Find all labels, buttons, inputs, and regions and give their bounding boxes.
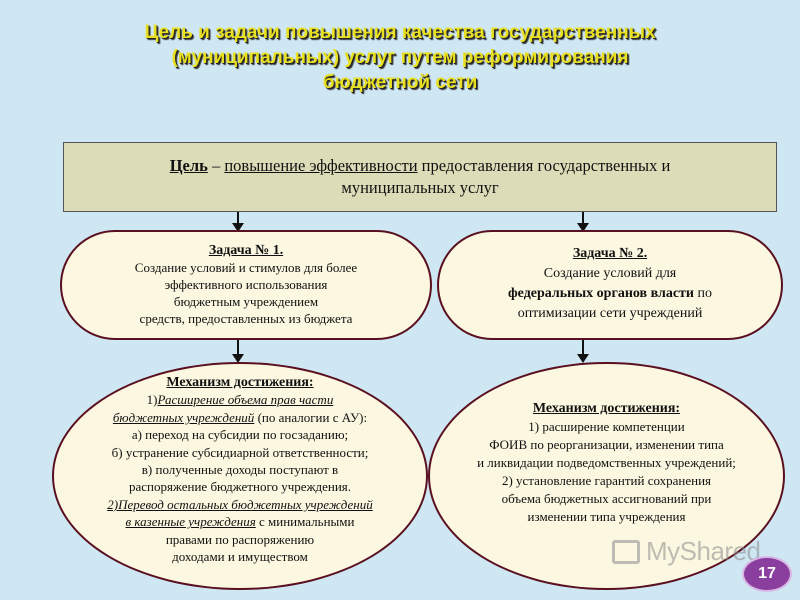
goal-dash: – [207,156,225,175]
task-1-line: средств, предоставленных из бюджета [139,311,353,326]
arrow-goal-task1 [232,212,244,232]
mech-1-p1-italic-2: бюджетных учреждений [112,409,255,425]
arrow-goal-task2 [577,212,589,232]
mech-1-p1-line-2: бюджетных учреждений (по аналогии с АУ): [54,409,426,426]
mech-1-p2-italic-2: в казенные учреждения [125,514,256,530]
mech-1-p2: 2)Перевод остальных бюджетных учреждений [107,496,373,512]
goal-underlined: повышение эффективности [224,156,418,175]
mech-1-p2-line-2: в казенные учреждения с минимальными [54,513,426,530]
task-2-box: Задача № 2. Создание условий для федерал… [437,230,783,340]
mech-1-p2-line-3: правами по распоряжению [165,531,315,547]
task-1-line: бюджетным учреждением [173,294,319,309]
mech-2-line: 2) установление гарантий сохранения [501,473,712,488]
mech-1-p1: 1)Расширение объема прав части [54,391,426,408]
mech-2-line: объема бюджетных ассигнований при [501,491,712,506]
task-2-line-1: Создание условий для [543,266,677,281]
task-1-line: эффективного использования [164,277,328,292]
title-line-3: бюджетной сети [322,72,478,93]
mech-2-line: ФОИВ по реорганизации, изменении типа [489,437,724,452]
mech-1-c2: распоряжение бюджетного учреждения. [128,479,352,495]
page-number-badge: 17 [742,556,792,592]
mechanism-1-ellipse: Механизм достижения: 1)Расширение объема… [52,362,428,590]
mechanism-1-heading: Механизм достижения: [166,375,314,390]
mech-2-line: изменении типа учреждения [527,509,686,524]
mech-1-p2-line-4: доходами и имуществом [172,549,308,565]
goal-label: Цель [169,156,208,175]
watermark-text: MyShared [646,536,761,566]
task-2-heading: Задача № 2. [572,246,648,261]
task-2-line-2-rest: по [694,286,713,301]
title-line-2: (муниципальных) услуг путем реформирован… [171,47,629,68]
mech-1-p2-rest: с минимальными [255,514,355,530]
mech-1-p1-num: 1) [146,392,158,408]
watermark-icon [612,540,640,564]
task-2-bold: федеральных органов власти [508,286,694,301]
mech-2-line: 1) расширение компетенции [528,419,685,434]
title-line-1: Цель и задачи повышения качества государ… [144,22,656,43]
task-1-heading: Задача № 1. [208,243,284,258]
mech-1-b: б) устранение субсидиарной ответственнос… [111,444,369,460]
arrow-task1-mech1 [232,340,244,363]
mech-1-c1: в) полученные доходы поступают в [141,462,339,478]
goal-line-2: муниципальных услуг [341,178,499,197]
mech-1-p1-rest: (по аналогии с АУ): [254,409,368,425]
task-1-line: Создание условий и стимулов для более [134,260,358,275]
goal-line-1: Цель – повышение эффективности предостав… [64,155,776,177]
mechanism-2-ellipse: Механизм достижения: 1) расширение компе… [428,362,785,590]
task-2-line-2: федеральных органов власти по [439,284,781,304]
mech-1-p1-italic: Расширение объема прав части [157,392,334,408]
mech-2-line: и ликвидации подведомственных учреждений… [477,455,736,470]
slide-title: Цель и задачи повышения качества государ… [40,20,760,95]
mechanism-2-heading: Механизм достижения: [532,401,681,416]
task-1-box: Задача № 1. Создание условий и стимулов … [60,230,432,340]
arrow-task2-mech2 [577,340,589,363]
goal-rest-1: предоставления государственных и [417,156,671,175]
task-2-line-3: оптимизации сети учреждений [517,306,703,321]
mech-1-a: а) переход на субсидии по госзаданию; [131,427,349,443]
goal-box: Цель – повышение эффективности предостав… [63,142,777,212]
